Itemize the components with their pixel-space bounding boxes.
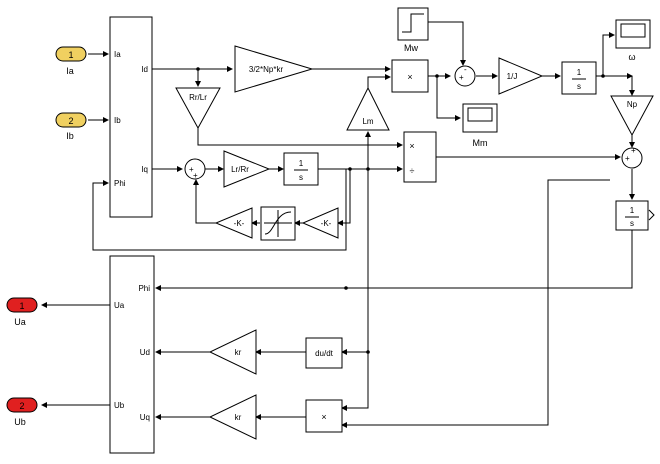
outport-2-label: Ub bbox=[14, 417, 26, 427]
svg-text:+: + bbox=[625, 154, 630, 163]
saturation-block[interactable] bbox=[260, 206, 296, 241]
sum-speed[interactable]: + + bbox=[621, 146, 643, 169]
gain-kr-ud[interactable]: kr bbox=[208, 329, 257, 375]
integrator-flux[interactable]: 1 s bbox=[283, 152, 319, 186]
scope-mm[interactable]: Mm bbox=[462, 103, 498, 148]
svg-text:Ua: Ua bbox=[114, 301, 125, 310]
scope-omega-label: ω bbox=[628, 52, 635, 62]
svg-text:3/2*Np*kr: 3/2*Np*kr bbox=[249, 65, 284, 74]
outport-1-label: Ua bbox=[14, 317, 26, 327]
svg-text:du/dt: du/dt bbox=[315, 349, 334, 358]
svg-text:Phi: Phi bbox=[114, 179, 126, 188]
svg-text:Lm: Lm bbox=[362, 117, 373, 126]
svg-text:×: × bbox=[321, 412, 326, 422]
inport-2-label: Ib bbox=[66, 131, 74, 141]
integrator-omega[interactable]: 1 s bbox=[561, 61, 597, 95]
gain-k2[interactable]: -K- bbox=[214, 207, 253, 239]
svg-text:Lr/Rr: Lr/Rr bbox=[231, 165, 249, 174]
gain-np[interactable]: Np bbox=[610, 95, 654, 137]
svg-text:Rr/Lr: Rr/Lr bbox=[189, 93, 207, 102]
svg-text:+: + bbox=[193, 171, 198, 180]
branch-points bbox=[196, 67, 605, 354]
product-uq[interactable]: × bbox=[305, 399, 343, 433]
signal-lines bbox=[41, 21, 635, 428]
product-torque[interactable]: × bbox=[391, 59, 429, 93]
inport-2[interactable]: 2 Ib bbox=[55, 112, 87, 141]
inport-1-label: Ia bbox=[66, 66, 74, 76]
park-subsystem[interactable]: Ia Ib Phi Id Iq bbox=[109, 16, 153, 218]
inverse-park-subsystem[interactable]: Phi Ud Uq Ua Ub bbox=[109, 255, 155, 454]
svg-text:Ib: Ib bbox=[114, 116, 121, 125]
svg-text:Uq: Uq bbox=[140, 413, 150, 422]
svg-text:1: 1 bbox=[577, 68, 582, 77]
sum-torque[interactable]: + - bbox=[454, 65, 476, 87]
gain-rr-lr[interactable]: Rr/Lr bbox=[175, 87, 221, 130]
svg-text:s: s bbox=[630, 219, 634, 228]
scope-mm-label: Mm bbox=[473, 138, 488, 148]
svg-text:2: 2 bbox=[68, 116, 73, 126]
svg-text:s: s bbox=[299, 173, 303, 182]
svg-text:s: s bbox=[577, 82, 581, 91]
svg-text:÷: ÷ bbox=[410, 166, 415, 176]
svg-text:1: 1 bbox=[19, 301, 24, 311]
step-source-label: Mw bbox=[404, 43, 418, 53]
outport-2[interactable]: 2 Ub bbox=[6, 397, 38, 427]
svg-text:Np: Np bbox=[627, 100, 638, 109]
svg-text:Id: Id bbox=[141, 65, 148, 74]
svg-text:+: + bbox=[459, 73, 464, 82]
svg-text:Iq: Iq bbox=[141, 165, 148, 174]
svg-text:×: × bbox=[407, 72, 412, 82]
svg-text:1: 1 bbox=[299, 159, 304, 168]
gain-lr-rr[interactable]: Lr/Rr bbox=[223, 150, 271, 188]
gain-kr-uq[interactable]: kr bbox=[208, 394, 257, 440]
svg-text:1/J: 1/J bbox=[507, 72, 518, 81]
svg-text:Phi: Phi bbox=[138, 284, 150, 293]
outport-1[interactable]: 1 Ua bbox=[6, 297, 38, 327]
svg-text:×: × bbox=[409, 141, 414, 151]
divide-block[interactable]: × ÷ bbox=[403, 131, 437, 183]
sum-flux[interactable]: + + bbox=[184, 158, 206, 180]
integrator-theta[interactable]: 1 s bbox=[615, 200, 655, 231]
svg-text:Ia: Ia bbox=[114, 50, 121, 59]
svg-text:Ub: Ub bbox=[114, 401, 125, 410]
svg-text:+: + bbox=[189, 165, 194, 174]
gain-k1[interactable]: -K- bbox=[301, 207, 339, 239]
svg-text:Ud: Ud bbox=[140, 348, 150, 357]
svg-text:-: - bbox=[464, 65, 467, 74]
svg-text:1: 1 bbox=[68, 50, 73, 60]
svg-text:kr: kr bbox=[235, 413, 242, 422]
scope-omega[interactable]: ω bbox=[615, 19, 651, 62]
svg-text:-K-: -K- bbox=[234, 219, 245, 228]
derivative-block[interactable]: du/dt bbox=[305, 337, 343, 369]
svg-text:1: 1 bbox=[630, 206, 635, 215]
gain-inv-j[interactable]: 1/J bbox=[498, 57, 544, 95]
svg-text:kr: kr bbox=[235, 348, 242, 357]
gain-torque-constant[interactable]: 3/2*Np*kr bbox=[234, 45, 314, 93]
svg-text:+: + bbox=[631, 146, 636, 155]
step-source-mw[interactable]: Mw bbox=[397, 7, 429, 53]
svg-text:2: 2 bbox=[19, 401, 24, 411]
gain-lm[interactable]: Lm bbox=[346, 86, 390, 131]
inport-1[interactable]: 1 Ia bbox=[55, 46, 87, 76]
svg-text:-K-: -K- bbox=[321, 219, 332, 228]
